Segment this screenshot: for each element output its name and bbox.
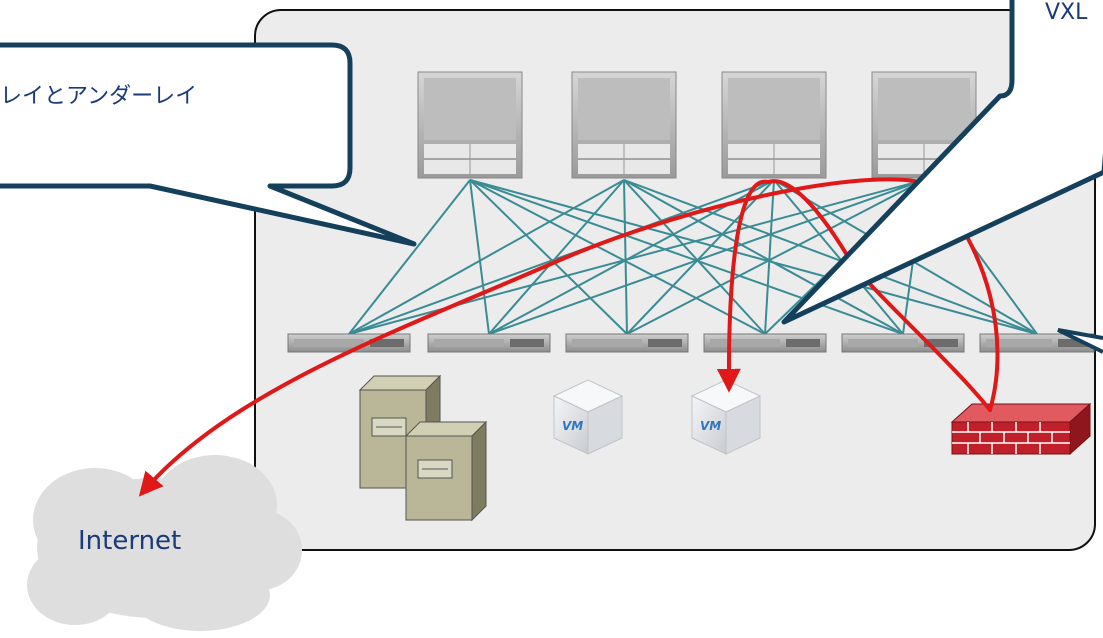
fabric-link-10 [623, 179, 766, 335]
fabric-link-20 [488, 179, 925, 335]
vm-label-1: VM [562, 419, 583, 433]
fabric-link-12 [623, 179, 1038, 335]
leaf-switch-3 [565, 333, 689, 353]
fabric-link-7 [348, 179, 625, 335]
fabric-link-15 [626, 179, 775, 335]
cloud-icon [27, 455, 302, 631]
rack-switch-icon [434, 339, 544, 347]
fabric-link-6 [469, 179, 1038, 335]
leaf-switch-2 [427, 333, 551, 353]
server-tower-icon [358, 374, 488, 522]
vm-cube-2: VM [690, 379, 762, 455]
leaf-switch-6 [979, 333, 1095, 353]
rack-switch-icon [294, 339, 404, 347]
internet-traffic-path [138, 177, 1000, 497]
chassis-switch-icon [424, 78, 516, 174]
rack-switch-icon [848, 339, 958, 347]
vm-traffic-path [716, 179, 992, 412]
fabric-link-2 [469, 179, 490, 335]
internet-label: Internet [78, 526, 182, 556]
fabric-link-17 [773, 179, 904, 335]
vm-cube-1: VM [552, 379, 624, 455]
chassis-switch-icon [728, 78, 820, 174]
callout-right-text: VXL [1045, 0, 1088, 25]
rack-switch-icon [710, 339, 820, 347]
rack-switch-icon [572, 339, 682, 347]
chassis-switch-icon [578, 78, 670, 174]
spine-switch-3 [721, 71, 827, 179]
fabric-link-21 [626, 179, 925, 335]
callout-left [0, 42, 417, 247]
fabric-link-1 [348, 179, 471, 335]
callout-right [781, 0, 1103, 325]
fabric-link-3 [469, 179, 628, 335]
rack-switch-icon [986, 339, 1088, 347]
fabric-link-4 [469, 179, 766, 335]
fabric-link-8 [488, 179, 625, 335]
callout-left-text: レイとアンダーレイ [0, 84, 198, 109]
callout-right-lower-pointer [1057, 328, 1103, 354]
fabric-link-5 [469, 179, 904, 335]
vm-cube-icon [690, 379, 762, 455]
traffic-paths [138, 177, 1000, 497]
spine-switch-1 [417, 71, 523, 179]
spine-switch-2 [571, 71, 677, 179]
leaf-switch-1 [287, 333, 411, 353]
leaf-switch-4 [703, 333, 827, 353]
vm-label-2: VM [700, 419, 721, 433]
fabric-link-16 [764, 179, 775, 335]
fabric-link-11 [623, 179, 904, 335]
vm-cube-icon [552, 379, 624, 455]
fabric-link-13 [348, 179, 775, 335]
leaf-switch-5 [841, 333, 965, 353]
firewall-icon [950, 402, 1092, 456]
fabric-link-9 [623, 179, 628, 335]
